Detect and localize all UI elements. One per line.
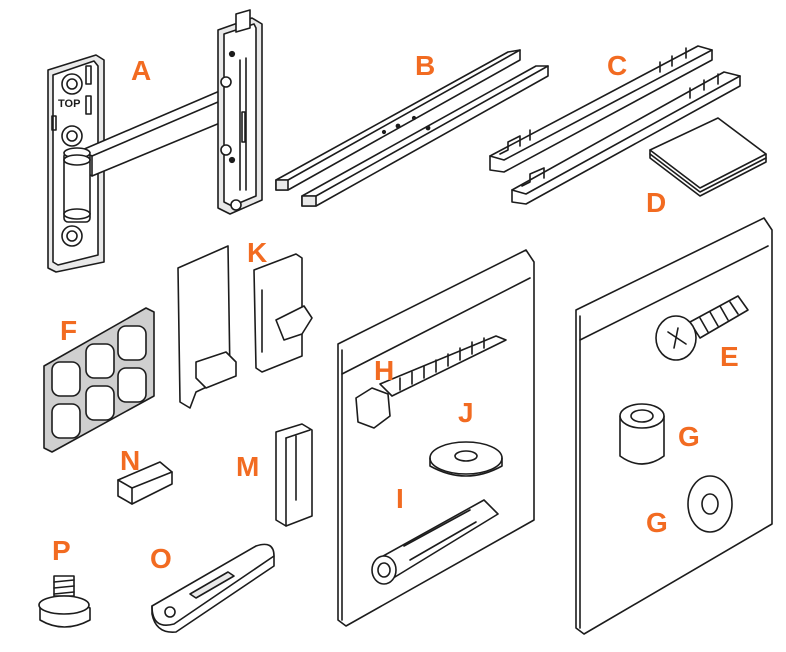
label-l: F: [60, 315, 77, 346]
label-j: J: [458, 397, 474, 428]
hardware-bag-right: [575, 217, 773, 635]
part-a-wall-arm-bracket: TOP: [47, 9, 263, 273]
part-o-bubble-level: [151, 543, 275, 633]
label-d: D: [646, 187, 666, 218]
label-i: I: [396, 483, 404, 514]
label-c: C: [607, 50, 627, 81]
label-n: N: [120, 445, 140, 476]
part-f-spacer: [619, 403, 665, 465]
part-k-cable-clips: [177, 245, 313, 409]
part-n-cable-clip: [117, 461, 173, 505]
label-p: P: [52, 535, 71, 566]
label-k: K: [247, 237, 267, 268]
part-i-wall-anchor: [371, 499, 499, 585]
part-d-instruction-sheet: [649, 117, 767, 197]
part-b-horizontal-rails: [275, 49, 549, 207]
label-o: O: [150, 543, 172, 574]
part-j-washer-large: [429, 441, 503, 477]
label-b: B: [415, 50, 435, 81]
part-p-thumb-screw: [38, 575, 91, 628]
part-e-machine-screw: [655, 295, 749, 361]
label-h: H: [374, 355, 394, 386]
part-c-vesa-rails: [489, 45, 741, 205]
label-a: A: [131, 55, 151, 86]
part-m-cable-channel: [275, 423, 313, 527]
label-e: E: [720, 341, 739, 372]
top-marking: TOP: [58, 98, 80, 110]
label-g: G: [646, 507, 668, 538]
part-h-lag-bolt: [355, 335, 507, 429]
part-g-washer-small: [687, 475, 733, 533]
label-f: G: [678, 421, 700, 452]
hardware-bag-left: [337, 249, 535, 627]
label-m: M: [236, 451, 259, 482]
part-l-adhesive-pads: [43, 307, 155, 453]
